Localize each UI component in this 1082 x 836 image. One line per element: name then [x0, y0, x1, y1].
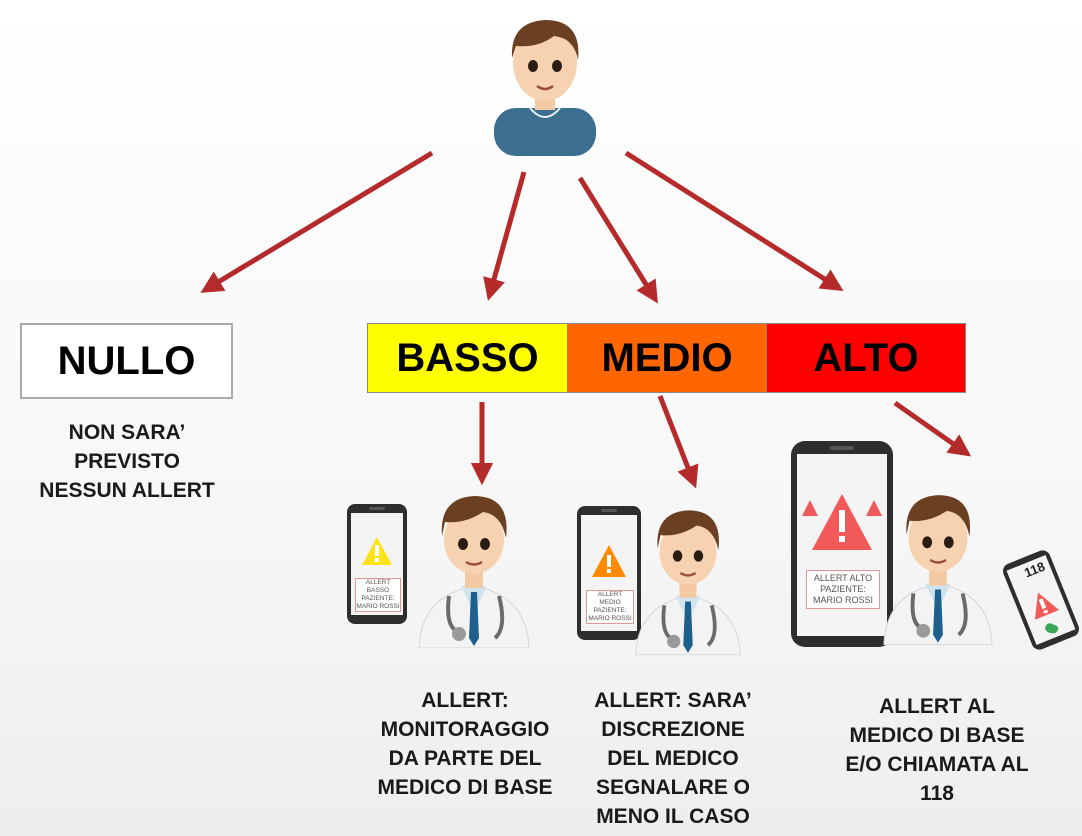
- caption-nullo: NON SARA’ PREVISTO NESSUN ALLERT: [39, 421, 215, 502]
- patient-icon: [494, 20, 596, 156]
- caption-medio: ALLERT: SARA’ DISCREZIONE DEL MEDICO SEG…: [594, 689, 752, 828]
- arrow-to-nullo: [200, 150, 434, 293]
- level-alto-label: ALTO: [813, 335, 919, 380]
- doctor-icon: [635, 510, 741, 656]
- level-alto-box: ALTO: [767, 324, 965, 392]
- caption-basso: ALLERT: MONITORAGGIO DA PARTE DEL MEDICO…: [377, 689, 553, 799]
- smartphone-icon: [791, 441, 893, 647]
- level-nullo-label: NULLO: [57, 338, 196, 383]
- arrow-alto-doctor: [893, 400, 972, 457]
- doctor-icon: [883, 495, 993, 646]
- doctor-icon: [418, 496, 530, 648]
- arrow-to-basso: [483, 171, 527, 301]
- level-basso-label: BASSO: [396, 335, 539, 380]
- caption-alto: ALLERT AL MEDICO DI BASE E/O CHIAMATA AL…: [845, 695, 1029, 805]
- phone-call-icon: [1003, 550, 1079, 650]
- arrow-medio-doctor: [657, 395, 699, 489]
- arrow-to-medio: [577, 176, 658, 304]
- arrow-to-alto: [624, 150, 844, 292]
- risk-level-bar: BASSO MEDIO ALTO: [367, 323, 966, 393]
- level-nullo-box: NULLO: [20, 323, 233, 399]
- level-basso-box: BASSO: [368, 324, 568, 392]
- level-medio-label: MEDIO: [601, 335, 733, 380]
- level-medio-box: MEDIO: [568, 324, 767, 392]
